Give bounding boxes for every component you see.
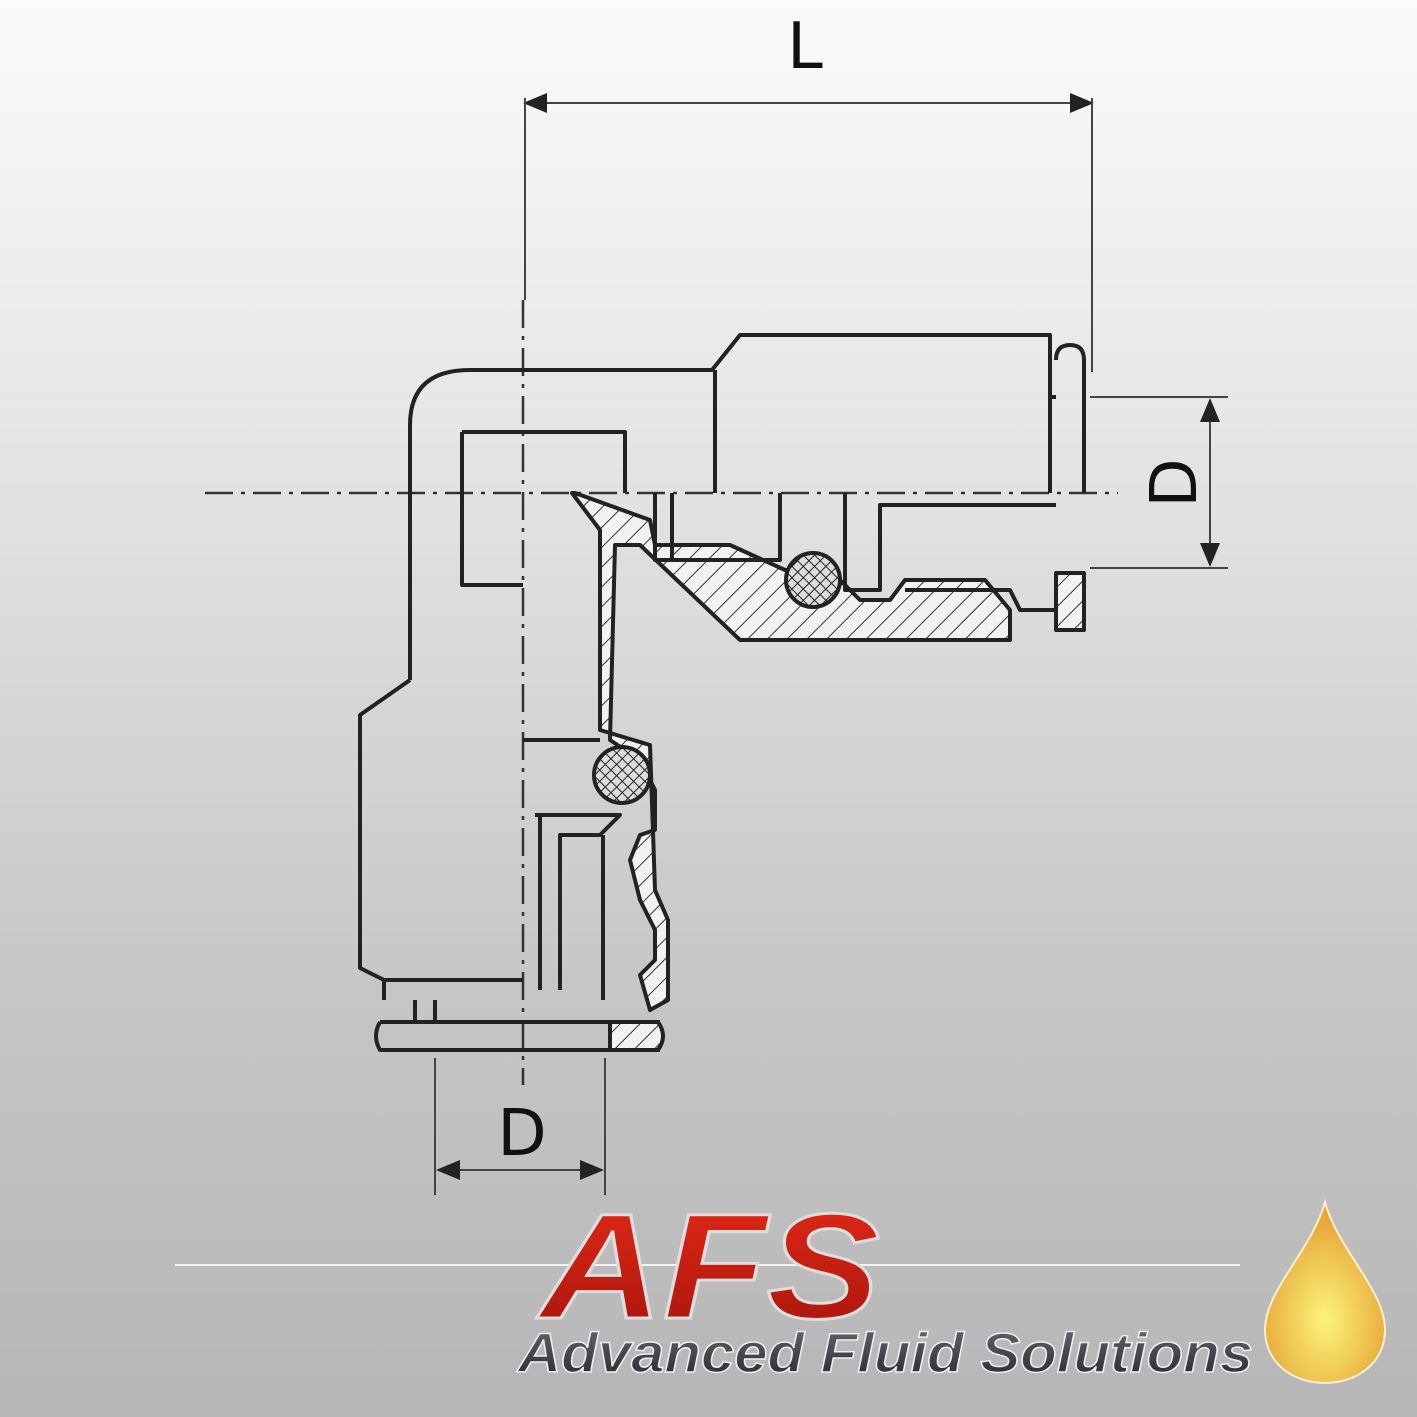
side-diameter-label: D	[1138, 458, 1212, 507]
bottom-o-ring	[592, 745, 652, 805]
oil-drop-icon	[1263, 1198, 1387, 1385]
logo-mark: AFS	[535, 1182, 880, 1350]
cross-section	[523, 491, 1086, 1052]
length-label: L	[787, 10, 823, 84]
logo-name: Advanced Fluid Solutions	[516, 1321, 1253, 1384]
afs-logo: AFS Advanced Fluid Solutions	[175, 1181, 1387, 1385]
bottom-diameter-label: D	[497, 1097, 546, 1171]
length-dimension: L	[523, 10, 1094, 372]
fitting-body	[358, 333, 1086, 1052]
bottom-diameter-dimension: D	[434, 1058, 606, 1195]
side-diameter-dimension: D	[1090, 396, 1228, 569]
side-o-ring	[784, 551, 842, 609]
